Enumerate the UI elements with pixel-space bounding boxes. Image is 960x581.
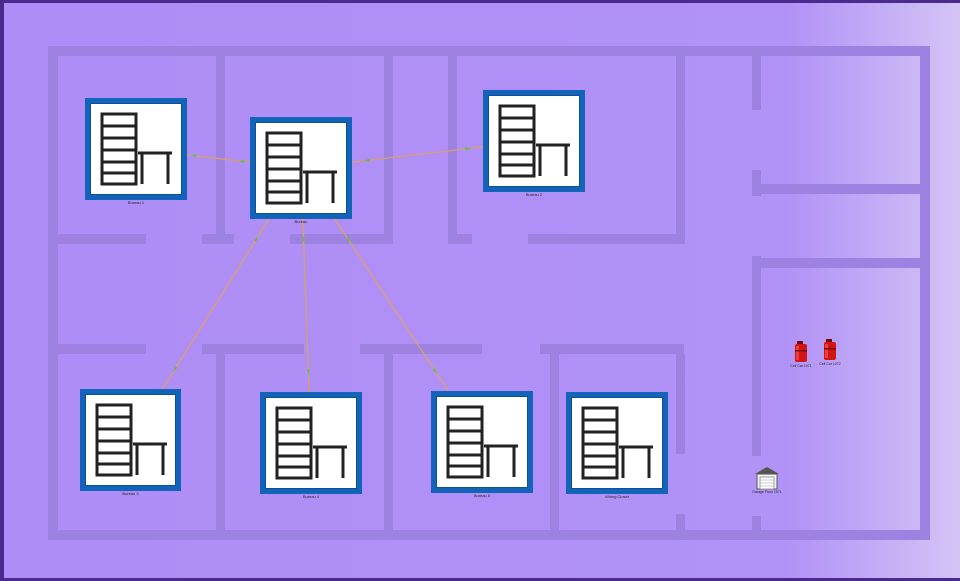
- garage-icon: [755, 467, 779, 490]
- link-arrow-marker: [306, 369, 310, 376]
- cell-car-1[interactable]: Cell Car 1071: [790, 340, 812, 368]
- link-bureau2-central[interactable]: [351, 146, 484, 163]
- node-label: Bureau: [294, 219, 308, 224]
- link-arrow-marker: [465, 147, 472, 151]
- node-frame: [483, 90, 585, 192]
- shelf-desk-icon: [265, 131, 337, 205]
- shelf-desk-icon: [100, 112, 172, 186]
- shelf-desk-icon: [498, 104, 570, 178]
- node-label: Bureau 3: [122, 491, 139, 496]
- node-bureau-1[interactable]: Bureau 1: [85, 98, 187, 205]
- cell-car-2[interactable]: Cell Car 1072: [819, 338, 841, 366]
- link-arrow-marker: [254, 236, 259, 242]
- node-frame: [85, 98, 187, 200]
- node-label: Bureau 5: [473, 493, 491, 498]
- link-arrow-marker: [190, 154, 197, 158]
- shelf-desk-icon: [581, 406, 653, 480]
- fire-extinguisher-icon: [824, 339, 836, 360]
- shelf-desk-icon: [275, 406, 347, 480]
- cell-car-1-label: Cell Car 1071: [790, 364, 812, 368]
- node-frame: [260, 392, 362, 494]
- node-frame: [431, 391, 533, 493]
- link-arrow-marker: [173, 366, 178, 372]
- node-frame: [80, 389, 181, 491]
- node-frame: [566, 392, 668, 494]
- shelf-desk-icon: [95, 403, 167, 477]
- node-bureau-central[interactable]: Bureau: [250, 117, 352, 224]
- garage-floor[interactable]: Garage Floor 1071: [752, 466, 782, 494]
- link-bureau1-central[interactable]: [186, 154, 251, 163]
- link-arrow-marker: [432, 367, 437, 374]
- node-bureau-2[interactable]: Bureau 2: [483, 90, 585, 197]
- node-frame: [250, 117, 352, 219]
- cell-car-2-label: Cell Car 1072: [819, 362, 841, 366]
- node-label: Bureau 4: [302, 494, 320, 499]
- link-arrow-marker: [302, 235, 306, 242]
- link-arrow-marker: [363, 158, 370, 162]
- node-bureau-4[interactable]: Bureau 4: [260, 392, 362, 499]
- link-central-bureau5[interactable]: [334, 218, 449, 392]
- node-bureau-3[interactable]: Bureau 3: [80, 389, 181, 496]
- node-label: Bureau 1: [127, 200, 145, 205]
- fire-extinguisher-icon: [795, 341, 807, 362]
- node-label: Wiring Closet: [605, 494, 629, 499]
- link-central-bureau3[interactable]: [161, 218, 270, 390]
- node-wiring-closet[interactable]: Wiring Closet: [566, 392, 668, 499]
- node-label: Bureau 2: [525, 192, 543, 197]
- node-bureau-5[interactable]: Bureau 5: [431, 391, 533, 498]
- shelf-desk-icon: [446, 405, 518, 479]
- garage-label: Garage Floor 1071: [752, 490, 782, 494]
- link-central-bureau4[interactable]: [302, 218, 310, 393]
- link-arrow-marker: [346, 236, 351, 243]
- link-arrow-marker: [240, 159, 247, 163]
